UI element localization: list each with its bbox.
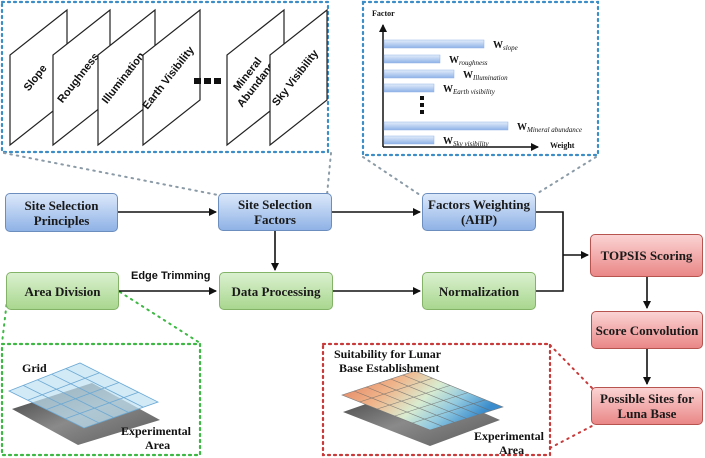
bar-label: WSky visibility (443, 136, 489, 148)
grid-line (359, 377, 433, 403)
grid-label: Grid (22, 361, 47, 375)
suitability-panel-frame (321, 342, 552, 457)
suitability-illustration (341, 370, 504, 446)
bar-sky-visibility (383, 135, 435, 145)
bar-label: WIllumination (463, 70, 508, 82)
bar-label: Wroughness (449, 55, 488, 67)
bar-label: WEarth visibility (443, 84, 496, 96)
grid-line (46, 382, 120, 410)
grid-line (412, 399, 486, 424)
layers-panel-frame (0, 0, 330, 154)
x-axis-label: Weight (550, 141, 575, 150)
grid-line (377, 385, 451, 410)
edge-weighting-to-topsis (536, 211, 564, 255)
node-score-convolution[interactable]: Score Convolution (591, 311, 703, 349)
y-axis-label: Factor (372, 9, 395, 18)
ellipsis-dots (194, 78, 221, 84)
layer-plane: Sky Visibility (269, 8, 328, 147)
ellipsis-dot (420, 110, 424, 114)
node-topsis-scoring[interactable]: TOPSIS Scoring (590, 234, 703, 277)
grid-line (354, 390, 443, 427)
bar-label: WMineral abundance (517, 122, 582, 134)
layer-plane: Illumination (97, 8, 156, 147)
suitability-title-1: Suitability for Lunar (334, 347, 442, 361)
node-label: Factors Weighting (AHP) (428, 197, 530, 227)
edge-label-edge-trimming: Edge Trimming (131, 270, 211, 282)
bar-mineral-abundance (383, 121, 509, 131)
bar-slope (383, 39, 485, 49)
layers-to-factors-projection-right (326, 152, 332, 196)
grid-line (65, 391, 139, 420)
node-area-division[interactable]: Area Division (6, 272, 119, 310)
node-label: Normalization (438, 283, 520, 299)
chart-to-weighting-projection-right (537, 156, 597, 194)
sites-to-suitability-projection-bottom (549, 425, 593, 449)
grid-line (394, 392, 468, 417)
layer-plane: Roughness (52, 8, 111, 147)
grid-line (378, 382, 467, 419)
bar-label: Wslope (493, 40, 518, 52)
node-label: Area Division (24, 283, 101, 299)
edge-normalization-to-topsis (536, 255, 564, 292)
node-factors-weighting[interactable]: Factors Weighting (AHP) (422, 193, 536, 231)
suitability-area-label-2: Area (499, 443, 525, 457)
node-label: Possible Sites for Luna Base (600, 391, 694, 421)
node-normalization[interactable]: Normalization (422, 272, 536, 310)
bar-illumination (383, 69, 455, 79)
ellipsis-dot (420, 96, 424, 100)
bar-roughness (383, 54, 441, 64)
sites-to-suitability-projection-top (549, 344, 593, 389)
ellipsis-dot (420, 103, 424, 107)
chart-to-weighting-projection-left (362, 156, 421, 196)
grid-area-label-2: Area (145, 438, 171, 452)
layers-to-factors-projection-left (3, 152, 219, 196)
grid-area-label-1: Experimental (121, 424, 191, 438)
area-to-grid-projection-right (119, 291, 201, 344)
bar-earth-visibility (383, 83, 435, 93)
node-site-selection-principles[interactable]: Site Selection Principles (5, 193, 118, 232)
grid-line (390, 378, 479, 415)
suitability-area-label-1: Experimental (474, 429, 544, 443)
node-possible-sites[interactable]: Possible Sites for Luna Base (591, 387, 703, 425)
grid-panel-frame (0, 342, 202, 457)
node-label: Site Selection Factors (237, 197, 312, 227)
node-label: Site Selection Principles (24, 197, 99, 228)
node-label: Score Convolution (595, 322, 699, 338)
weights-panel-frame (361, 0, 600, 157)
node-label: TOPSIS Scoring (600, 248, 693, 263)
suitability-title-2: Base Establishment (339, 361, 440, 375)
grid-line (402, 374, 491, 412)
node-site-selection-factors[interactable]: Site Selection Factors (218, 193, 332, 231)
grid-line (366, 386, 455, 423)
layer-plane: Earth Visibility (140, 8, 201, 147)
node-data-processing[interactable]: Data Processing (219, 272, 333, 310)
grid-line (27, 372, 100, 401)
node-label: Data Processing (231, 283, 321, 299)
grid-illustration (8, 362, 160, 445)
